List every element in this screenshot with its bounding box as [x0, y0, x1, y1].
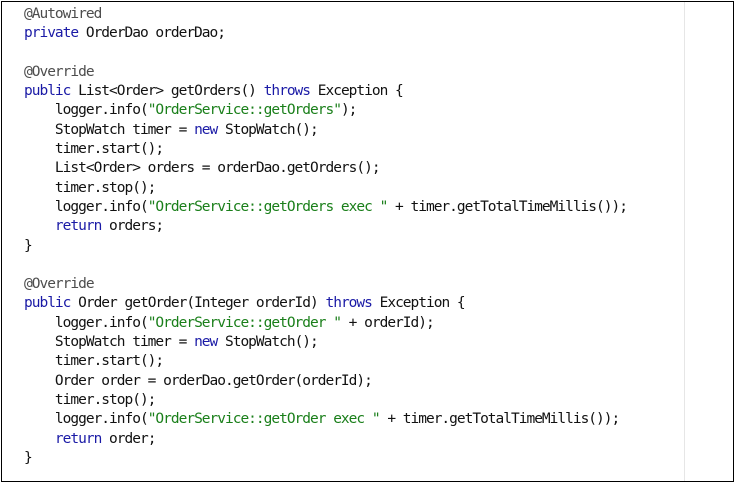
- code-line[interactable]: timer.start();: [24, 140, 627, 159]
- code-line[interactable]: logger.info("OrderService::getOrders exe…: [24, 198, 628, 217]
- code-text: Order getOrder(Integer orderId): [70, 295, 326, 312]
- code-text: Exception {: [310, 83, 404, 100]
- code-keyword: throws: [263, 83, 311, 100]
- code-indent: [24, 334, 55, 350]
- code-text: }: [24, 237, 33, 254]
- code-string: "OrderService::getOrders exec ": [147, 198, 389, 215]
- code-text: Exception {: [371, 295, 466, 312]
- code-indent: [24, 180, 55, 196]
- code-line[interactable]: timer.stop();: [24, 391, 627, 410]
- code-text: logger.info(: [54, 411, 149, 428]
- code-keyword: private: [24, 25, 79, 42]
- code-keyword: public: [24, 83, 71, 100]
- code-line[interactable]: StopWatch timer = new StopWatch();: [24, 333, 627, 352]
- code-line[interactable]: timer.stop();: [24, 179, 627, 198]
- code-text: orders;: [101, 218, 164, 235]
- code-line[interactable]: logger.info("OrderService::getOrders");: [24, 101, 627, 120]
- code-indent: [24, 218, 55, 234]
- code-text: timer.start();: [54, 353, 164, 370]
- code-keyword: throws: [325, 295, 372, 312]
- code-line[interactable]: logger.info("OrderService::getOrder " + …: [24, 314, 627, 333]
- code-indent: [24, 102, 55, 118]
- code-text: timer.start();: [54, 141, 164, 158]
- code-text: timer.stop();: [54, 179, 156, 196]
- code-line[interactable]: public List<Order> getOrders() throws Ex…: [24, 82, 627, 101]
- code-text: StopWatch timer =: [54, 121, 195, 138]
- code-text: StopWatch();: [217, 121, 319, 138]
- code-line[interactable]: StopWatch timer = new StopWatch();: [24, 121, 627, 140]
- code-line[interactable]: timer.start();: [24, 352, 627, 371]
- code-line[interactable]: logger.info("OrderService::getOrder exec…: [24, 410, 627, 429]
- code-text: );: [340, 102, 358, 119]
- code-text: + timer.getTotalTimeMillis());: [379, 411, 620, 428]
- code-line[interactable]: return order;: [24, 430, 627, 449]
- code-keyword: return: [54, 430, 102, 447]
- code-text: OrderDao orderDao;: [78, 25, 226, 42]
- code-text: logger.info(: [54, 102, 149, 119]
- code-text: + timer.getTotalTimeMillis());: [387, 198, 628, 215]
- code-string: "OrderService::getOrder ": [147, 314, 342, 331]
- code-line[interactable]: @Autowired: [24, 5, 627, 24]
- code-indent: [24, 199, 55, 215]
- code-indent: [24, 353, 55, 369]
- code-text: order;: [101, 430, 156, 447]
- code-string: "OrderService::getOrder exec ": [147, 411, 381, 428]
- code-line[interactable]: }: [24, 237, 627, 256]
- code-text: StopWatch();: [217, 334, 319, 351]
- code-line[interactable]: public Order getOrder(Integer orderId) t…: [24, 294, 627, 313]
- code-text: List<Order> getOrders(): [70, 83, 264, 100]
- code-annotation: @Override: [24, 276, 95, 293]
- code-line[interactable]: Order order = orderDao.getOrder(orderId)…: [24, 372, 627, 391]
- code-line[interactable]: }: [24, 449, 627, 468]
- code-text: logger.info(: [54, 314, 149, 331]
- editor-right-margin-guide: [684, 2, 685, 481]
- code-indent: [24, 392, 55, 408]
- code-text: StopWatch timer =: [54, 334, 195, 351]
- code-keyword: new: [194, 334, 218, 351]
- code-string: "OrderService::getOrders": [147, 102, 342, 119]
- code-text: + orderId);: [340, 314, 435, 331]
- code-annotation: @Autowired: [24, 6, 102, 22]
- code-text: timer.stop();: [54, 391, 156, 408]
- code-text: Order order = orderDao.getOrder(orderId)…: [54, 372, 373, 389]
- code-indent: [24, 373, 55, 389]
- code-line[interactable]: @Override: [24, 63, 627, 82]
- code-text: List<Order> orders = orderDao.getOrders(…: [54, 160, 381, 177]
- code-keyword: return: [54, 218, 102, 235]
- code-indent: [24, 122, 55, 138]
- code-block[interactable]: @Autowired private OrderDao orderDao; @Ove…: [24, 5, 628, 468]
- code-line[interactable]: [24, 44, 627, 63]
- code-line[interactable]: return orders;: [24, 217, 627, 236]
- code-line[interactable]: List<Order> orders = orderDao.getOrders(…: [24, 159, 627, 178]
- code-keyword: public: [24, 295, 71, 312]
- code-line[interactable]: [24, 256, 627, 275]
- code-annotation: @Override: [24, 63, 95, 80]
- code-line[interactable]: private OrderDao orderDao;: [24, 24, 627, 43]
- code-keyword: new: [194, 121, 218, 138]
- code-indent: [24, 431, 55, 447]
- code-indent: [24, 411, 55, 427]
- code-line[interactable]: @Override: [24, 275, 627, 294]
- code-indent: [24, 160, 55, 176]
- code-text: }: [24, 449, 33, 466]
- code-indent: [24, 315, 55, 331]
- code-indent: [24, 141, 55, 157]
- code-text: logger.info(: [54, 198, 149, 215]
